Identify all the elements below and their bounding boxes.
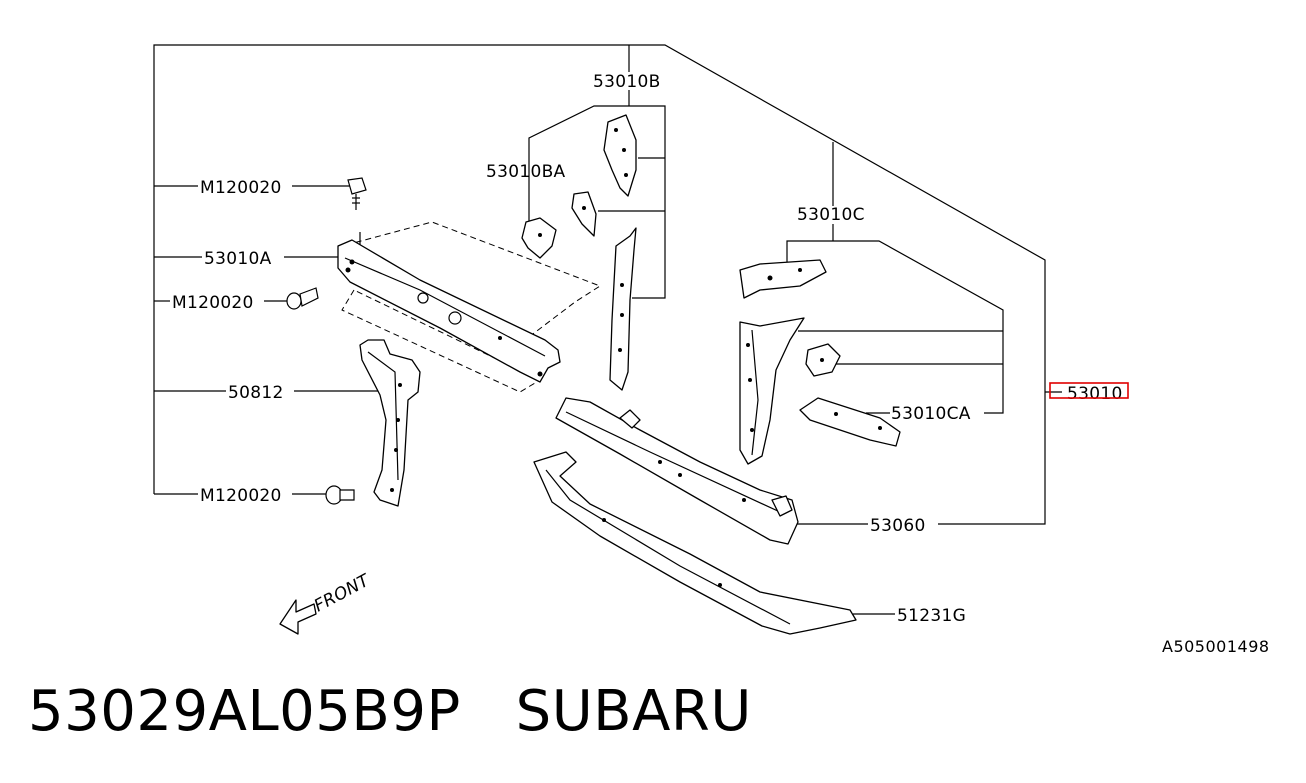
bracket-53010ba-2 xyxy=(571,191,597,237)
upper-support-53010a xyxy=(337,221,602,393)
bracket-53010ba-1 xyxy=(521,217,557,259)
label-53010c: 53010C xyxy=(797,205,865,225)
label-m120020-top: M120020 xyxy=(200,178,282,198)
brand-name: SUBARU xyxy=(515,679,752,744)
side-panel-53010c xyxy=(739,317,805,465)
label-50812: 50812 xyxy=(228,383,284,403)
label-53010a: 53010A xyxy=(204,249,272,269)
bolt-m120020-low xyxy=(325,485,355,505)
leader-lines xyxy=(153,44,1062,615)
side-panel-53010b xyxy=(609,227,637,391)
bolt-m120020-top xyxy=(347,177,367,210)
label-m120020-low: M120020 xyxy=(200,486,282,506)
bracket-53010ca xyxy=(799,397,901,447)
caption: 53029AL05B9P SUBARU xyxy=(28,684,752,740)
label-53010-highlighted: 53010 xyxy=(1067,384,1123,404)
part-number: 53029AL05B9P xyxy=(28,679,461,744)
label-53010ca: 53010CA xyxy=(891,404,971,424)
bracket-53010c-top xyxy=(739,259,827,299)
label-51231g: 51231G xyxy=(897,606,966,626)
label-53010ba: 53010BA xyxy=(486,162,566,182)
front-arrow-icon xyxy=(279,599,317,635)
bolt-m120020-mid xyxy=(286,287,319,310)
front-label: FRONT xyxy=(311,570,374,616)
stiffener-51231g xyxy=(533,451,857,635)
bracket-53010b xyxy=(603,114,637,197)
diagram-reference: A505001498 xyxy=(1162,637,1270,656)
label-53010b: 53010B xyxy=(593,72,661,92)
label-m120020-mid: M120020 xyxy=(172,293,254,313)
label-53060: 53060 xyxy=(870,516,926,536)
bracket-53010ca-small xyxy=(805,343,841,377)
highlight-box xyxy=(1049,382,1129,399)
side-bracket-50812 xyxy=(359,339,421,507)
lower-support-53060 xyxy=(555,397,799,545)
